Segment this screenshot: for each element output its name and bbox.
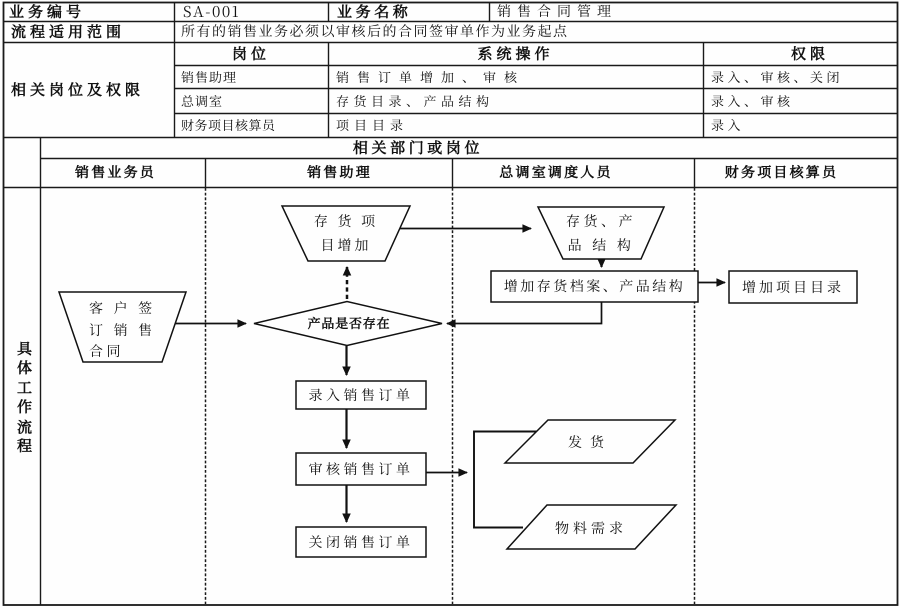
lane-header-accountant: 财务项目核算员 <box>724 162 839 182</box>
node-product-exists-shape <box>253 300 443 347</box>
node-add-inventory-archive-label: 增加存货档案、产品结构 <box>503 276 686 296</box>
node-product-exists-label: 产品是否存在 <box>307 313 391 332</box>
roles-header-operation: 系统操作 <box>477 43 554 64</box>
roles-row3-permission: 录入 <box>711 115 745 134</box>
roles-row2-permission: 录入、审核 <box>711 91 794 110</box>
node-material-demand-label: 物料需求 <box>555 518 627 538</box>
node-audit-sales-order-label: 审核销售订单 <box>308 459 414 479</box>
node-enter-sales-order-label: 录入销售订单 <box>308 385 414 405</box>
node-ship-goods-label: 发货 <box>568 432 612 452</box>
node-inventory-item-add-shape <box>280 205 412 262</box>
roles-row3-post: 财务项目核算员 <box>181 115 276 134</box>
node-inventory-product-structure-label: 存货、产 品 结 构 <box>566 211 636 255</box>
roles-header-permission: 权限 <box>790 43 829 64</box>
node-material-demand-shape <box>505 504 678 550</box>
roles-row2-operation: 存货目录、产品结构 <box>336 91 494 110</box>
edge-archive-to-decision <box>446 302 603 328</box>
node-customer-contract-label: 客 户 签 订 销 售 合同 <box>89 298 156 361</box>
scope-value: 所有的销售业务必须以审核后的合同签审单作为业务起点 <box>181 21 569 41</box>
lane-header-sales-rep: 销售业务员 <box>75 162 156 182</box>
node-inventory-item-add-label: 存 货 项 目增加 <box>313 211 379 255</box>
biz-no-value: SA-001 <box>183 1 241 22</box>
roles-row1-post: 销售助理 <box>181 67 238 86</box>
roles-row1-operation: 销售订单增加、审核 <box>336 67 526 86</box>
edge-outputs-bracket <box>473 430 538 529</box>
biz-no-label: 业务编号 <box>9 1 86 22</box>
node-customer-contract-shape <box>57 291 188 363</box>
node-add-project-catalog-shape <box>728 270 858 304</box>
roles-row1-permission: 录入、审核、关闭 <box>711 67 844 86</box>
node-close-sales-order-shape <box>295 526 427 558</box>
swimlane-title: 相关部门或岗位 <box>352 137 484 158</box>
biz-name-value: 销售合同管理 <box>497 1 617 21</box>
node-ship-goods-shape <box>503 419 677 464</box>
scope-label: 流程适用范围 <box>11 21 126 42</box>
roles-header-post: 岗位 <box>231 43 270 64</box>
roles-label: 相关岗位及权限 <box>11 79 145 100</box>
node-add-project-catalog-label: 增加项目目录 <box>742 277 844 297</box>
node-add-inventory-archive-shape <box>490 270 699 303</box>
roles-row2-post: 总调室 <box>181 91 224 110</box>
lane-header-dispatcher: 总调室调度人员 <box>499 162 613 182</box>
roles-row3-operation: 项目目录 <box>336 115 409 134</box>
node-close-sales-order-label: 关闭销售订单 <box>308 532 414 552</box>
node-inventory-product-structure-shape <box>536 206 666 260</box>
biz-name-label: 业务名称 <box>337 1 412 22</box>
node-enter-sales-order-shape <box>295 380 427 410</box>
workflow-left-label: 具体工作流程 <box>14 340 35 457</box>
lane-header-sales-assistant: 销售助理 <box>307 162 372 182</box>
node-audit-sales-order-shape <box>295 452 427 486</box>
